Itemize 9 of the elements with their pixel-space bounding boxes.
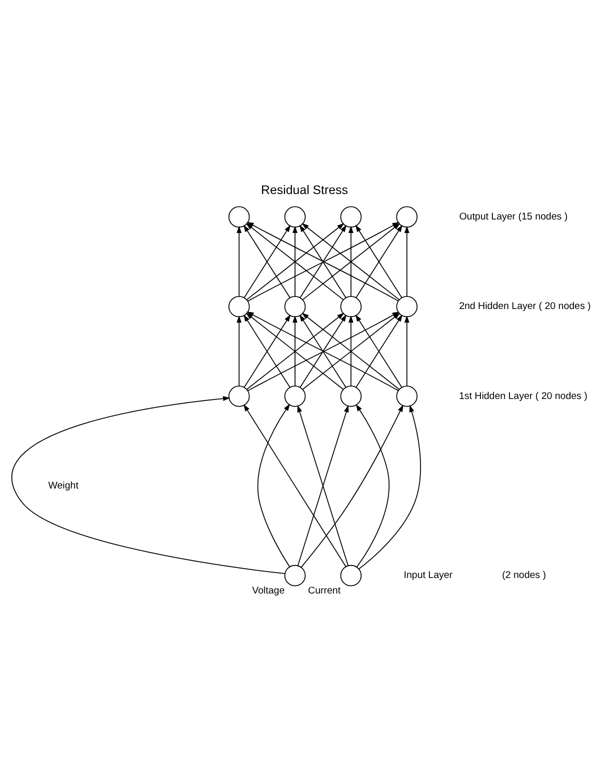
node-label: Voltage: [252, 585, 285, 596]
label: Output Layer (15 nodes ): [459, 210, 568, 222]
label: Weight: [48, 480, 78, 491]
label: Input Layer: [404, 570, 453, 581]
diagram-title: Residual Stress: [261, 182, 348, 197]
label: 1st Hidden Layer ( 20 nodes ): [458, 390, 588, 402]
node-label: Current: [308, 585, 341, 596]
label: (2 nodes ): [502, 570, 546, 581]
label: 2nd Hidden Layer ( 20 nodes ): [459, 300, 591, 312]
